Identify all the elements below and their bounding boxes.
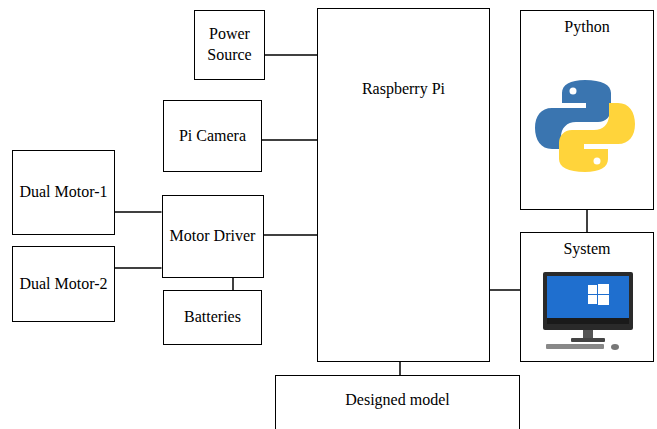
block-label: Motor Driver (166, 226, 260, 247)
block-label: System (559, 239, 614, 260)
block-label: Power Source (195, 24, 264, 66)
connector-line (262, 139, 317, 141)
block-box: System (520, 232, 654, 362)
block-box: Power Source (194, 10, 265, 80)
mouse (611, 344, 619, 350)
python-logo (535, 80, 635, 172)
connector-line (490, 289, 520, 291)
block-box: Designed model (275, 375, 520, 429)
monitor-frame (543, 272, 633, 330)
connector-line (115, 267, 162, 269)
connector-line (264, 234, 318, 236)
python-logo-eye (594, 158, 601, 165)
connector-line (115, 211, 162, 213)
block-box: Pi Camera (163, 100, 262, 172)
monitor-base (571, 338, 605, 342)
block-label: Raspberry Pi (358, 79, 449, 100)
block-box: Dual Motor-2 (12, 246, 115, 322)
block-label: Designed model (341, 390, 453, 411)
block-label: Pi Camera (175, 126, 250, 147)
taskbar (547, 318, 629, 324)
block-box: Python (520, 10, 654, 210)
block-box: Batteries (163, 290, 262, 345)
keyboard (546, 344, 604, 349)
block-label: Batteries (180, 307, 245, 328)
connector-line (232, 278, 234, 290)
block-label: Python (560, 17, 613, 38)
connector-line (265, 54, 317, 56)
python-logo-yellow (559, 103, 635, 172)
block-label: Dual Motor-1 (15, 182, 111, 203)
block-box: Motor Driver (162, 195, 264, 278)
block-label: Dual Motor-2 (15, 274, 111, 295)
python-logo-eye (570, 88, 577, 95)
computer-icon (543, 272, 633, 350)
connector-line (586, 210, 588, 232)
block-box: Dual Motor-1 (12, 150, 115, 235)
connector-line (399, 362, 401, 375)
monitor-screen (547, 276, 629, 324)
block-box: Raspberry Pi (317, 8, 490, 362)
windows-logo (588, 284, 609, 305)
monitor-stand (583, 330, 593, 339)
